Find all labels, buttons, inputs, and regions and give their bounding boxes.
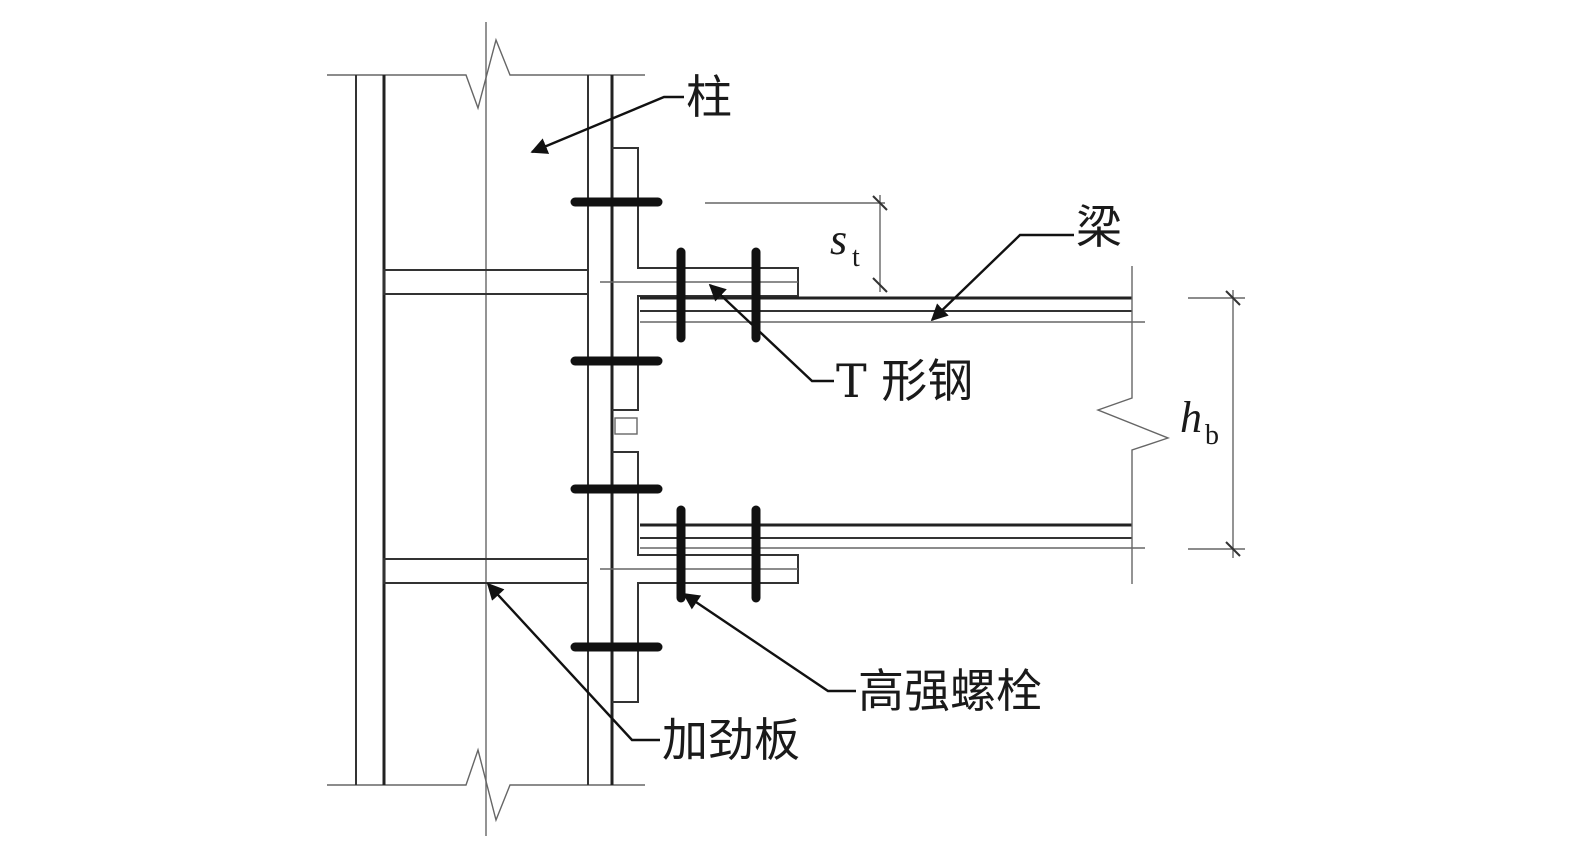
st-label-sub: t (852, 242, 860, 273)
leader-hs-bolt: 高强螺栓 (682, 593, 1042, 718)
hb-label-main: h (1180, 393, 1202, 442)
leader-line-beam (930, 233, 1074, 322)
column-top-break-line (327, 37, 645, 111)
st-tick-bottom (872, 277, 888, 293)
leader-column: 柱 (530, 70, 732, 154)
hb-label-sub: b (1205, 420, 1219, 451)
beam (640, 266, 1171, 584)
leader-beam: 梁 (930, 200, 1122, 322)
dimension-st: s t (705, 195, 888, 293)
t-steel-connectors (600, 147, 799, 703)
column-bottom-break-line (327, 747, 645, 823)
label-t-steel: T 形钢 (836, 354, 973, 408)
stiffener-plate-top (383, 269, 589, 295)
leader-line-t-steel (708, 283, 834, 383)
label-hs-bolt: 高强螺栓 (858, 664, 1042, 718)
label-beam: 梁 (1076, 200, 1122, 254)
t-steel-gap-piece (614, 417, 638, 435)
label-stiffener: 加劲板 (662, 713, 800, 767)
leader-line-hs-bolt (682, 593, 856, 693)
st-tick-top (872, 195, 888, 211)
stiffener-plates (383, 269, 589, 584)
beam-break-line (1096, 266, 1171, 584)
column (327, 22, 645, 836)
hb-tick-bottom (1225, 541, 1241, 557)
hb-tick-top (1225, 290, 1241, 306)
leader-t-steel: T 形钢 (708, 283, 973, 408)
leader-line-column (530, 95, 684, 154)
t-steel-upper (612, 147, 799, 411)
column-flange-bolts (570, 197, 663, 652)
beam-flange-bolts (676, 247, 761, 603)
leader-stiffener: 加劲板 (486, 582, 800, 767)
label-column: 柱 (686, 70, 732, 124)
stiffener-plate-bottom (383, 558, 589, 584)
st-label-main: s (830, 215, 847, 264)
leader-line-stiffener (486, 582, 660, 742)
dimension-hb: h b (1180, 290, 1245, 558)
